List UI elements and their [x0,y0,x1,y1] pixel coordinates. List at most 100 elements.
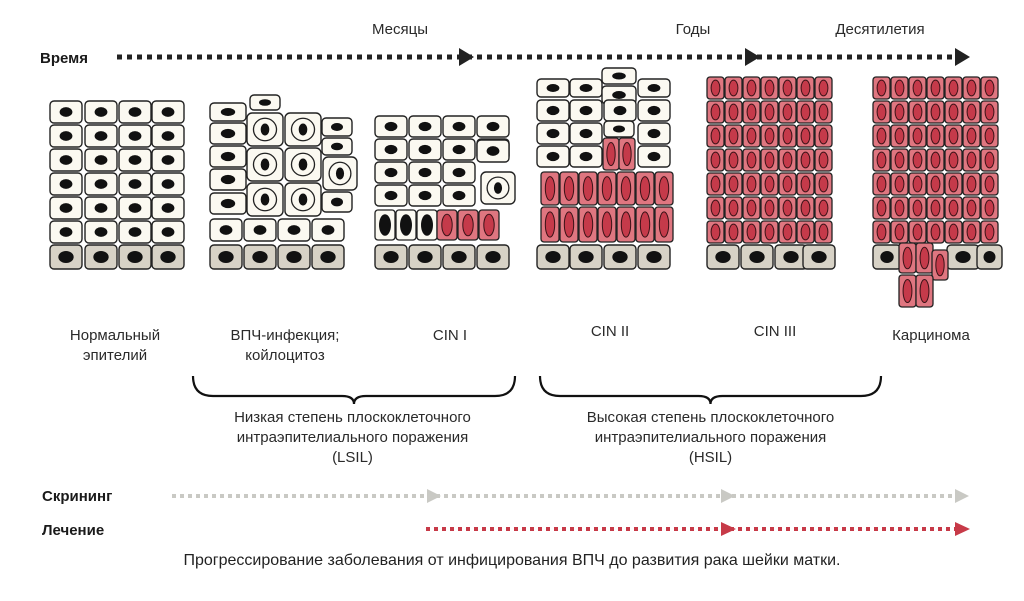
cell-nucleus [966,103,977,121]
cell-nucleus [335,167,345,180]
cell-nucleus [161,227,175,237]
cell-nucleus [298,158,308,171]
cell-nucleus [710,151,721,169]
cell-nucleus [418,144,432,155]
cell-nucleus [912,103,923,121]
cell-nucleus [220,151,236,162]
cell-nucleus [485,251,501,263]
cell-nucleus [782,175,793,193]
cell-nucleus [710,199,721,217]
cell-nucleus [782,79,793,97]
cell-nucleus [59,179,73,189]
cell-nucleus [728,127,739,145]
cell-nucleus [612,251,628,263]
cell-nucleus [800,151,811,169]
marker-months: Месяцы [371,21,428,38]
cell-nucleus [984,151,995,169]
cell-nucleus [876,223,887,241]
cell-nucleus [955,251,971,263]
cell-nucleus [417,251,433,263]
cell-nucleus [894,151,905,169]
cell-nucleus [894,103,905,121]
cell-nucleus [647,84,661,92]
cell-nucleus [764,151,775,169]
perinuclear-halo [290,187,316,212]
cell-nucleus [764,79,775,97]
cell-nucleus [984,223,995,241]
cell-nucleus [94,155,108,165]
cell-nucleus [912,199,923,217]
cell-nucleus [161,155,175,165]
cell-nucleus [728,151,739,169]
cell-nucleus [894,175,905,193]
cell-nucleus [919,246,930,270]
cell-nucleus [546,128,560,139]
cell-nucleus [128,203,142,213]
cell-nucleus [818,175,829,193]
cell-nucleus [253,225,267,235]
cell-nucleus [298,123,308,136]
cell-nucleus [161,131,175,141]
cell-nucleus [876,175,887,193]
cell-nucleus [966,223,977,241]
cell-nucleus [260,123,270,136]
cell-nucleus [800,175,811,193]
cell-nucleus [948,127,959,145]
cell-nucleus [894,79,905,97]
cell-nucleus [902,246,913,270]
cell-nucleus [710,103,721,121]
cell-nucleus [818,79,829,97]
cell-nucleus [818,151,829,169]
cell-nucleus [746,175,757,193]
cell-nucleus [220,198,236,209]
perinuclear-halo [328,161,352,186]
cell-nucleus [127,251,143,263]
cell-nucleus [613,125,625,133]
cell-nucleus [930,127,941,145]
cell-nucleus [493,182,503,194]
cell-nucleus [383,251,399,263]
cell-nucleus [912,151,923,169]
cell-nucleus [930,223,941,241]
cell-nucleus [710,127,721,145]
cell-nucleus [601,176,613,201]
marker-years: Годы [675,21,711,38]
cell-nucleus [902,278,913,304]
cell-nucleus [912,127,923,145]
treatment-arrowhead [955,522,970,536]
cell-nucleus [259,99,271,106]
cell-nucleus [948,103,959,121]
cell-nucleus [818,199,829,217]
cell-nucleus [646,251,662,263]
cell-nucleus [728,175,739,193]
cell-nucleus [579,84,593,92]
cell-nucleus [984,79,995,97]
cell-nucleus [800,103,811,121]
cell-nucleus [639,176,651,201]
cell-nucleus [935,253,945,277]
cell-nucleus [384,167,398,178]
cell-nucleus [128,131,142,141]
cell-nucleus [58,251,74,263]
cell-nucleus [746,79,757,97]
cell-nucleus [161,107,175,117]
screening-arrowhead [427,489,441,503]
cell-nucleus [260,158,270,171]
cell-nucleus [94,179,108,189]
cell-nucleus [749,251,765,263]
cell-nucleus [546,84,560,92]
cell-nucleus [384,190,398,201]
cell-nucleus [876,151,887,169]
cell-nucleus [782,127,793,145]
cell-nucleus [984,103,995,121]
group-brace [191,375,517,405]
cell-nucleus [59,107,73,117]
cell-nucleus [451,251,467,263]
cell-nucleus [764,175,775,193]
cell-nucleus [782,151,793,169]
cell-nucleus [220,108,236,116]
treatment-arrowhead [721,522,736,536]
figure-caption: Прогрессирование заболевания от инфициро… [183,552,841,569]
perinuclear-halo [290,117,316,142]
cell-nucleus [948,79,959,97]
